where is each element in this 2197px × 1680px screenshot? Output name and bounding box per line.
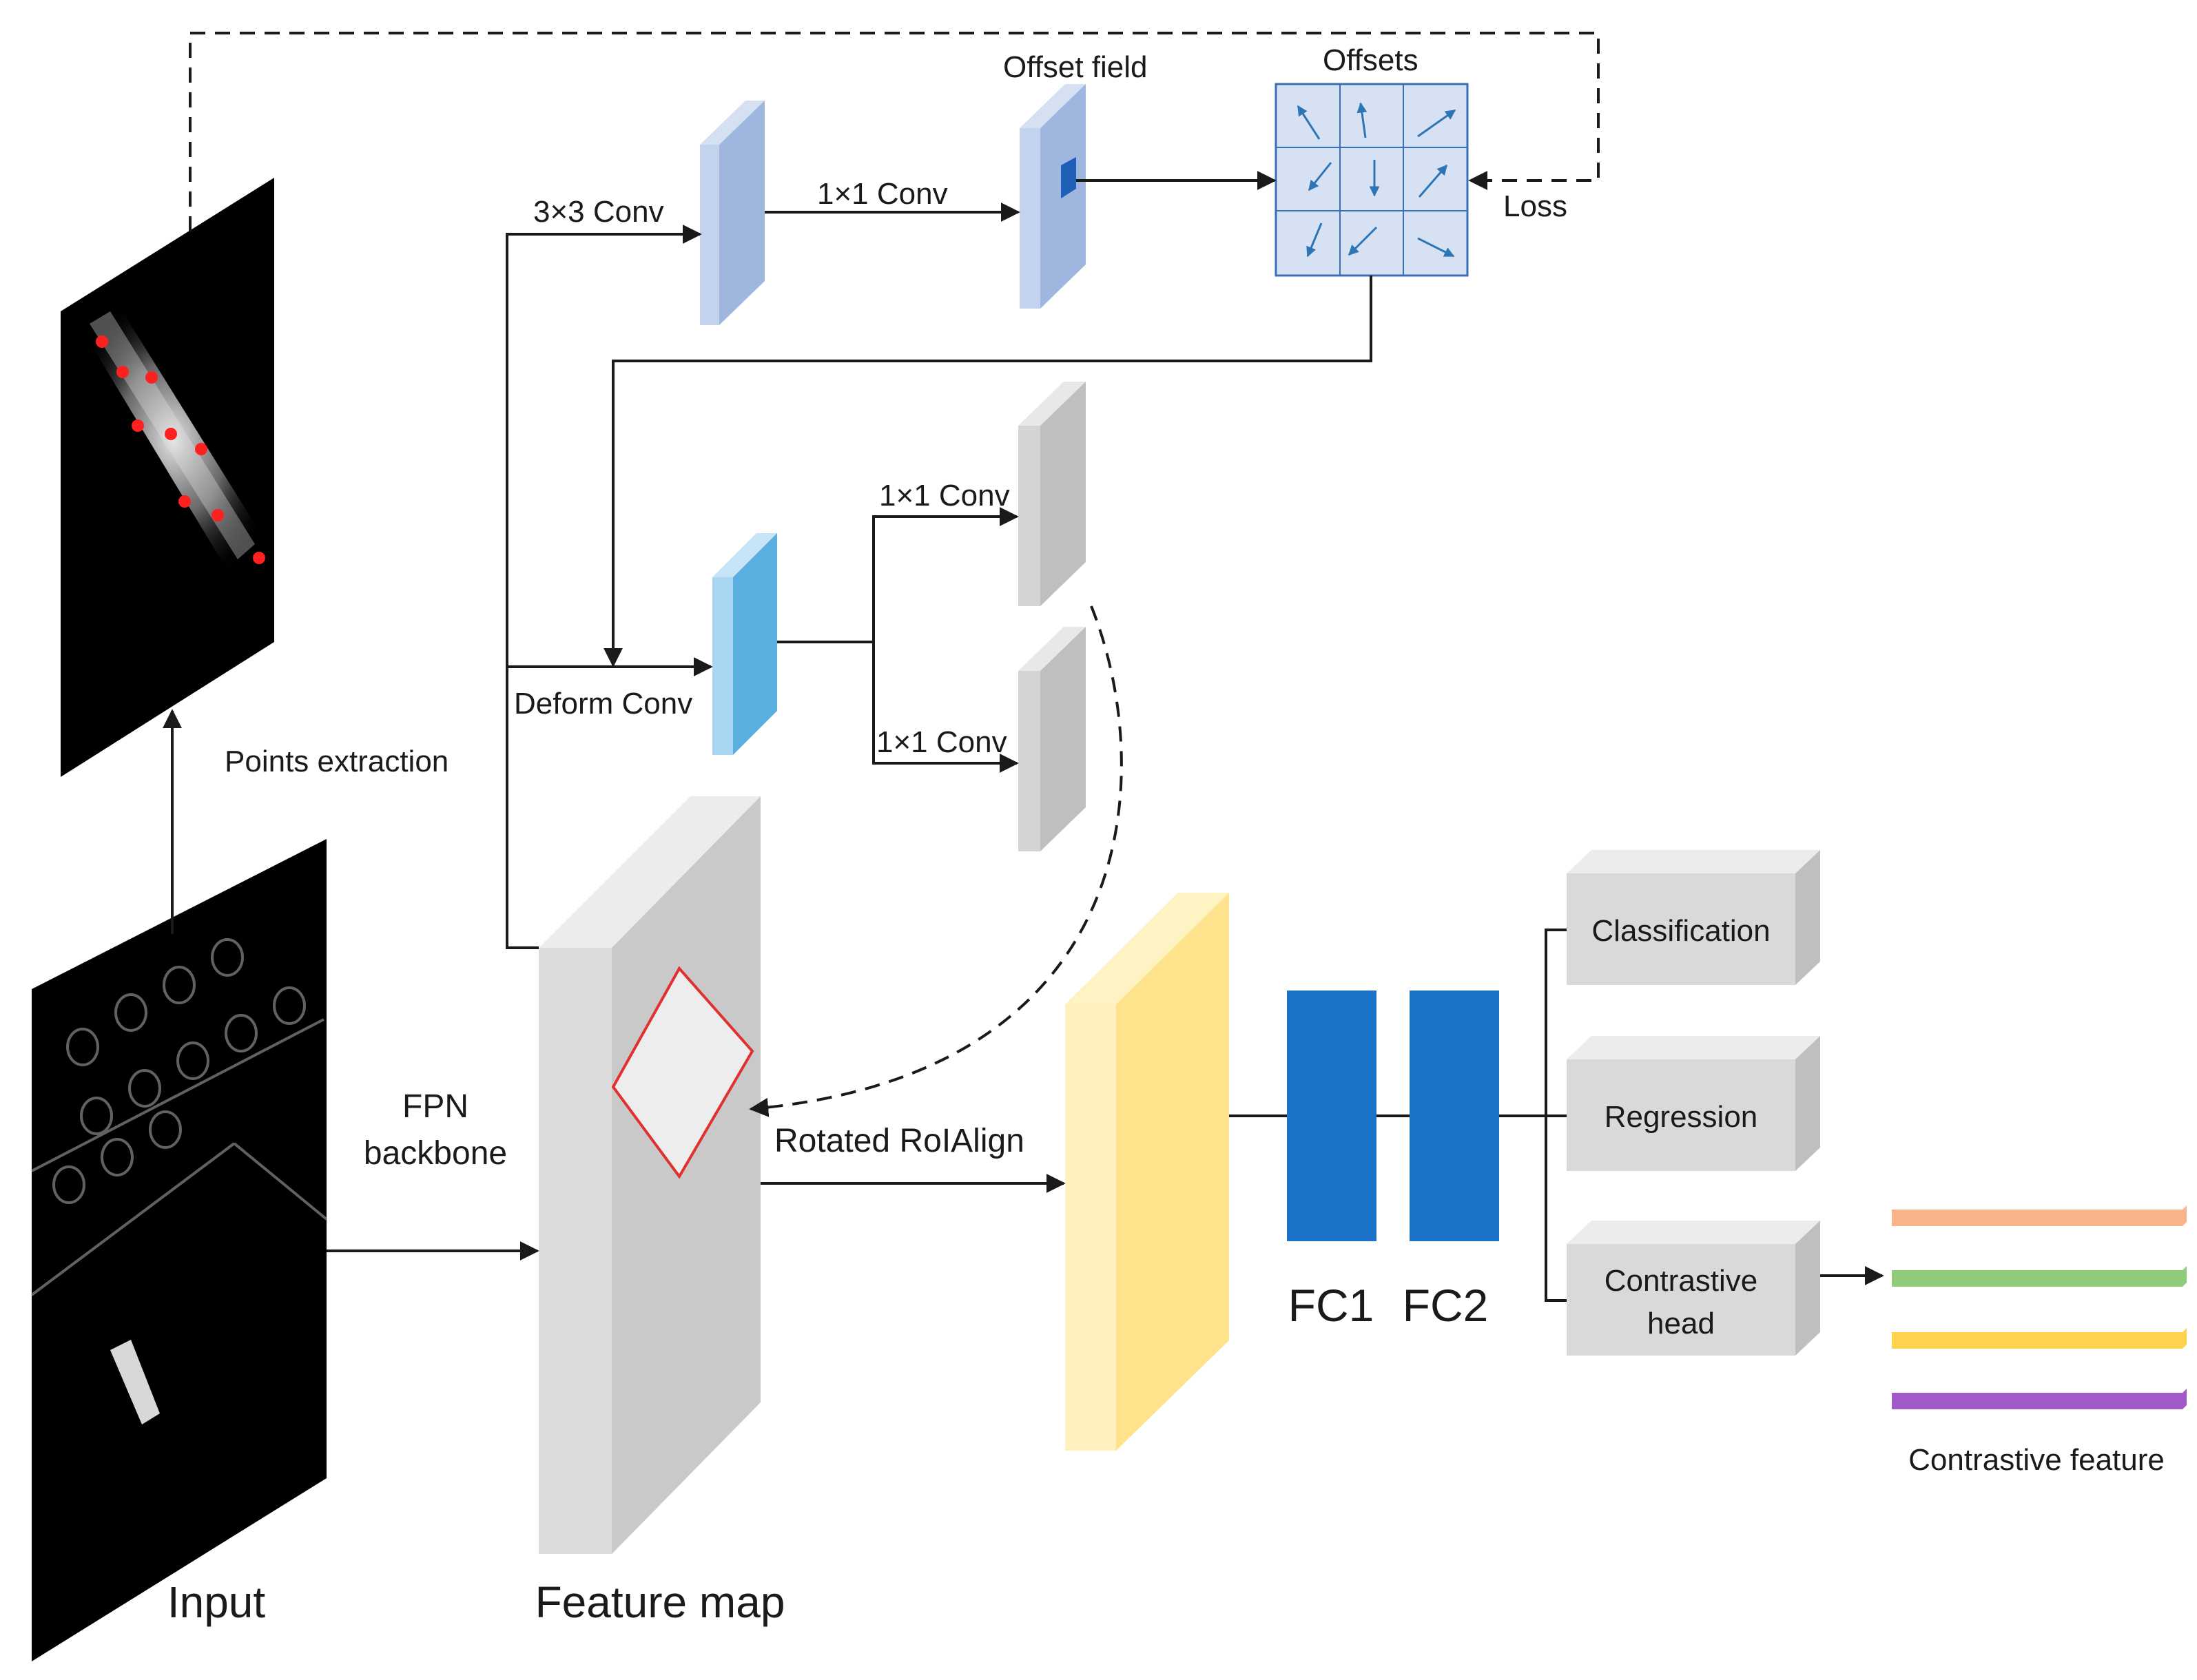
- arrow-up-left-icon: [1297, 105, 1321, 140]
- fc2-block: [1410, 991, 1499, 1241]
- sar-crop-image: [61, 178, 274, 777]
- gray-output-block-bottom: [1018, 627, 1086, 851]
- fc1-label: FC1: [1288, 1280, 1374, 1331]
- offsets-grid: [1275, 83, 1469, 277]
- classification-label: Classification: [1591, 914, 1770, 948]
- conv3x3-block: [700, 101, 765, 325]
- contrastive-label-line2: head: [1647, 1307, 1715, 1340]
- fc2-label: FC2: [1403, 1280, 1489, 1331]
- conv1x1-top-label: 1×1 Conv: [817, 177, 948, 211]
- gray-output-block-top: [1018, 382, 1086, 606]
- rotated-roialign-label: Rotated RoIAlign: [774, 1123, 1024, 1159]
- feature-map-label: Feature map: [535, 1577, 785, 1627]
- feature-map-block: [539, 796, 761, 1554]
- arrow-up-right-icon: [1418, 164, 1448, 198]
- arrow-down-left-icon: [1308, 162, 1332, 191]
- conv1x1-mid-b-label: 1×1 Conv: [876, 725, 1007, 759]
- contrastive-head-box: [1567, 1221, 1820, 1356]
- fc1-block: [1287, 991, 1376, 1241]
- deform-to-gray-top: [872, 507, 1019, 642]
- conv1x1-mid-a-label: 1×1 Conv: [879, 479, 1010, 512]
- trunk-to-3x3: [506, 225, 702, 949]
- contrastive-feature-bars: [1892, 1205, 2187, 1409]
- input-ship: [110, 1340, 160, 1424]
- grid-to-deform: [604, 276, 1372, 667]
- feature-bar-orange: [1892, 1205, 2187, 1226]
- feature-bar-purple: [1892, 1389, 2187, 1409]
- feature-bar-yellow: [1892, 1328, 2187, 1349]
- deform-to-gray-bottom: [872, 642, 1019, 773]
- arrow-down-left-icon: [1306, 222, 1323, 258]
- roialign-output-block: [1065, 893, 1229, 1451]
- connectors: [163, 32, 1884, 1302]
- offset-field-label: Offset field: [1003, 50, 1148, 84]
- feature-bar-green: [1892, 1266, 2187, 1287]
- arrow-up-right-icon: [1417, 109, 1456, 138]
- fpn-label-line1: FPN: [402, 1088, 468, 1125]
- classification-head-box: [1567, 850, 1820, 985]
- conv3x3-label: 3×3 Conv: [533, 195, 664, 229]
- points-extraction-label: Points extraction: [225, 745, 448, 778]
- dashed-loss-loop: [189, 32, 1600, 231]
- loss-label: Loss: [1503, 189, 1567, 223]
- input-label: Input: [167, 1577, 266, 1627]
- input-harbor-texture: [30, 938, 328, 1296]
- rotated-roi-box: [611, 966, 754, 1179]
- extracted-points: [96, 335, 265, 564]
- arrow-down-left-icon: [1348, 226, 1378, 256]
- offsets-label: Offsets: [1323, 43, 1419, 77]
- input-image: [30, 839, 328, 1661]
- contrastive-label-line1: Contrastive: [1605, 1264, 1758, 1298]
- contrastive-feature-label: Contrastive feature: [1908, 1443, 2165, 1477]
- arrow-down-right-icon: [1417, 237, 1455, 258]
- deform-conv-block: [712, 533, 777, 755]
- regression-head-box: [1567, 1036, 1820, 1171]
- regression-label: Regression: [1605, 1100, 1758, 1134]
- offset-field-block: [1020, 84, 1086, 309]
- offset-patch: [1061, 157, 1076, 198]
- arrow-up-icon: [1357, 102, 1368, 138]
- deform-conv-label: Deform Conv: [514, 687, 692, 720]
- dashed-curve-to-roi: [749, 605, 1123, 1117]
- fpn-label-line2: backbone: [364, 1135, 507, 1172]
